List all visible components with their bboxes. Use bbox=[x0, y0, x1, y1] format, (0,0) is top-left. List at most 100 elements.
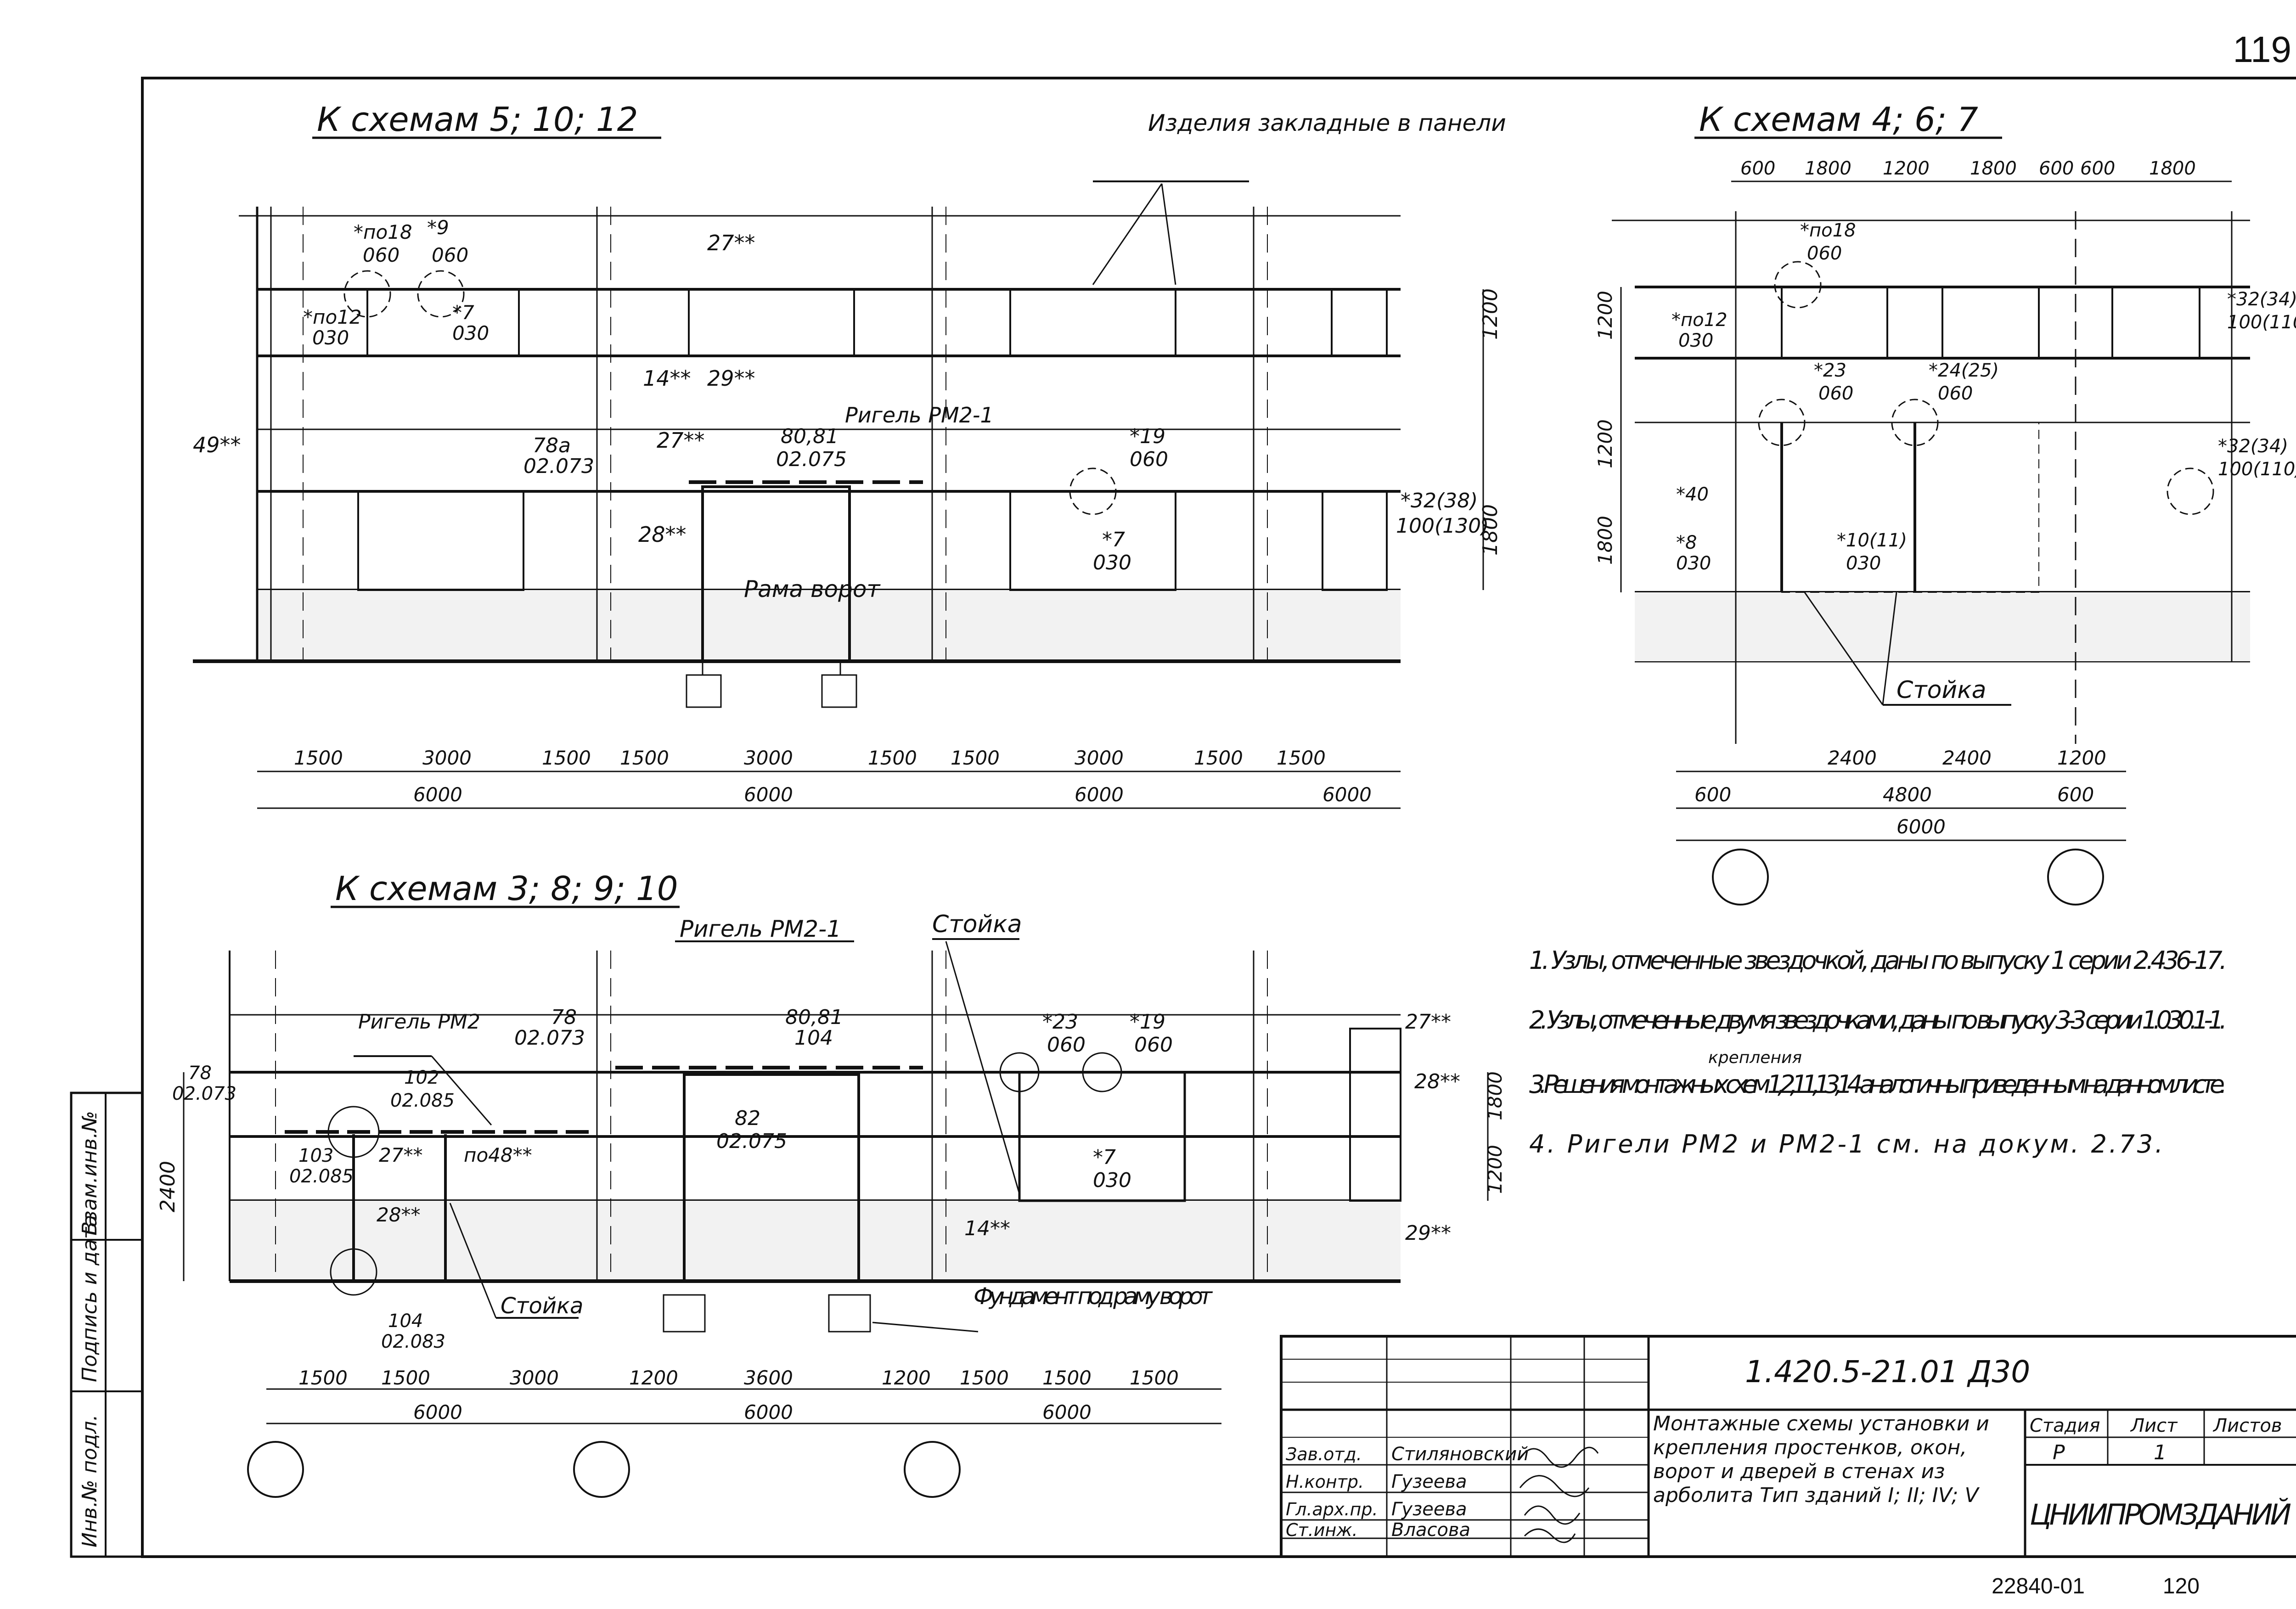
organization: ЦНИИПРОМЗДАНИЙ bbox=[2030, 1497, 2291, 1531]
note-1: 1. Узлы, отмеченные звездочкой, даны по … bbox=[1529, 946, 2227, 975]
callout-tr-n24-sub: 060 bbox=[1938, 383, 1973, 404]
callout-tl-n49: 49** bbox=[193, 433, 241, 457]
dim-bl-r1-0: 1500 bbox=[298, 1367, 348, 1389]
axis-bubble bbox=[1712, 849, 1769, 906]
dim-tl-r1-9: 1500 bbox=[1277, 747, 1326, 769]
callout-tr-n32b: *32(34) bbox=[2218, 436, 2288, 457]
dim-tl-r2-1: 6000 bbox=[744, 783, 793, 806]
callout-bl-n28: 28** bbox=[377, 1204, 420, 1226]
callout-tl-n12: *по12 bbox=[303, 306, 362, 328]
dim-bl-r1-8: 1500 bbox=[1130, 1367, 1179, 1389]
view-bottom-left: К схемам 3; 8; 9; 10 Ригель bbox=[156, 869, 1506, 1498]
callout-bl-n82: 82 bbox=[735, 1107, 760, 1130]
stage-label: Стадия bbox=[2030, 1415, 2100, 1436]
callout-tr-n18: *по18 bbox=[1800, 220, 1856, 241]
dim-bl-r1-5: 1200 bbox=[882, 1367, 931, 1389]
title-block: 1.420.5-21.01 Д30 Монтажные схемы устано… bbox=[1280, 1335, 2296, 1558]
dim-tr-r1-0: 2400 bbox=[1828, 747, 1877, 769]
dim-tl-r1-6: 1500 bbox=[951, 747, 1000, 769]
view-title-top-left: К схемам 5; 10; 12 bbox=[317, 100, 638, 139]
vdim-tl-0: 1200 bbox=[1479, 288, 1502, 340]
dim-tr-r2-2: 600 bbox=[2057, 783, 2094, 806]
callout-tr-n32a-sub: 100(110) bbox=[2227, 312, 2296, 333]
stage-value: Р bbox=[2053, 1441, 2065, 1464]
title-code: 1.420.5-21.01 Д30 bbox=[1745, 1354, 2030, 1390]
callout-tl-rigel: Ригель РМ2-1 bbox=[845, 403, 994, 428]
callout-tl-n8081-sub: 02.075 bbox=[776, 448, 847, 471]
dim-bl-r2-0: 6000 bbox=[413, 1401, 462, 1423]
callout-bl-n82-sub: 02.075 bbox=[716, 1130, 787, 1153]
callout-tl-n7b: *7 bbox=[452, 301, 474, 324]
vdim-tl-1: 1800 bbox=[1479, 504, 1502, 556]
role-2: Гл.арх.пр. bbox=[1286, 1499, 1378, 1519]
callout-bl-n27r: 27** bbox=[1405, 1010, 1451, 1034]
callout-tl-n78a: 78а bbox=[533, 434, 571, 457]
callout-tl-n32-sub: 100(130) bbox=[1396, 514, 1489, 538]
callout-bl-n23: *23 bbox=[1042, 1010, 1078, 1034]
callout-tr-n12-sub: 030 bbox=[1678, 330, 1713, 351]
callout-tr-n10: *10(11) bbox=[1837, 530, 1907, 551]
callout-bl-n28r: 28** bbox=[1414, 1070, 1460, 1093]
axis-bubble bbox=[2047, 849, 2104, 906]
signature bbox=[1519, 1475, 1590, 1497]
callout-bl-n102: 102 bbox=[404, 1067, 439, 1088]
role-1: Н.контр. bbox=[1286, 1472, 1364, 1492]
callout-tl-n27b: 27** bbox=[657, 428, 705, 453]
dim-bl-r1-2: 3000 bbox=[510, 1367, 559, 1389]
callout-tr-n040-sub2: 030 bbox=[1676, 553, 1711, 574]
callout-tl-n32: *32(38) bbox=[1401, 489, 1478, 512]
vdim-tr-2: 1800 bbox=[1594, 516, 1616, 565]
callout-tl-n12-sub: 030 bbox=[312, 326, 349, 349]
axis-bubble bbox=[573, 1441, 630, 1498]
callout-tl-n10-sub: 060 bbox=[363, 244, 400, 266]
callout-bl-n23-sub: 060 bbox=[1047, 1033, 1086, 1057]
callout-bl-n29r: 29** bbox=[1405, 1221, 1451, 1245]
callout-tl-n28: 28** bbox=[638, 522, 687, 547]
callout-tl-n8081: 80,81 bbox=[781, 425, 838, 448]
page-number-bottom: 120 bbox=[2163, 1574, 2200, 1598]
drawing-frame bbox=[141, 77, 2296, 1558]
callout-tr-stoika: Стойка bbox=[1896, 676, 1986, 704]
dim-tr-top-6: 1800 bbox=[2149, 158, 2196, 179]
callout-tr-n32a: *32(34) bbox=[2227, 289, 2296, 310]
callout-tl-n14: 14** bbox=[643, 366, 691, 391]
role-3: Ст.инж. bbox=[1286, 1520, 1358, 1540]
dim-tr-top-5: 600 bbox=[2080, 158, 2115, 179]
callout-bl-fundament: Фундамент под раму ворот bbox=[974, 1283, 1213, 1310]
sheets-label: Листов bbox=[2212, 1415, 2282, 1436]
vdim-bl-right-1: 1200 bbox=[1484, 1145, 1506, 1194]
vdim-bl-right-0: 1800 bbox=[1484, 1071, 1506, 1120]
callout-bl-n19-sub: 060 bbox=[1134, 1033, 1173, 1057]
callout-tl-n19: *19 bbox=[1130, 425, 1165, 448]
note-extra: крепления bbox=[1708, 1048, 1802, 1067]
callout-tl-n9-sub: 060 bbox=[432, 244, 468, 266]
dim-tl-r1-7: 3000 bbox=[1075, 747, 1124, 769]
callout-bl-n102-sub: 02.085 bbox=[390, 1090, 455, 1111]
callout-bl-n78: 78 bbox=[551, 1006, 577, 1029]
signature bbox=[1519, 1446, 1599, 1468]
dim-bl-r1-4: 3600 bbox=[744, 1367, 793, 1389]
callout-bl-stoika-top: Стойка bbox=[932, 911, 1022, 938]
callout-tr-n040: *40 bbox=[1676, 484, 1709, 505]
callout-bl-n103: 103 bbox=[298, 1145, 333, 1166]
vdim-tr-1: 1200 bbox=[1594, 419, 1616, 468]
dim-tr-top-4: 600 bbox=[2039, 158, 2074, 179]
dim-tl-r1-8: 1500 bbox=[1194, 747, 1243, 769]
sheet-code: 22840-01 bbox=[1992, 1574, 2085, 1598]
callout-tl-n7: *7 bbox=[1102, 528, 1125, 551]
stamp-sign-label: Подпись и дата bbox=[78, 1215, 101, 1382]
dim-tl-r1-4: 3000 bbox=[744, 747, 793, 769]
sheet-value: 1 bbox=[2154, 1441, 2167, 1464]
dim-tr-r1-1: 2400 bbox=[1942, 747, 1992, 769]
callout-bl-n78b: 78 bbox=[188, 1063, 212, 1084]
name-1: Гузеева bbox=[1391, 1471, 1467, 1492]
stamp-inv-label: Инв.№ подл. bbox=[78, 1414, 101, 1547]
side-stamp: Инв.№ подл. Подпись и дата Взам.инв.№ bbox=[70, 1091, 144, 1558]
callout-bl-n7: *7 bbox=[1093, 1146, 1116, 1169]
callout-bl-n19: *19 bbox=[1130, 1010, 1165, 1034]
dim-bl-r2-1: 6000 bbox=[744, 1401, 793, 1423]
title-description: Монтажные схемы установки и крепления пр… bbox=[1653, 1412, 1989, 1507]
dim-tl-r2-2: 6000 bbox=[1075, 783, 1124, 806]
callout-bl-n8081: 80,81 bbox=[785, 1006, 843, 1029]
